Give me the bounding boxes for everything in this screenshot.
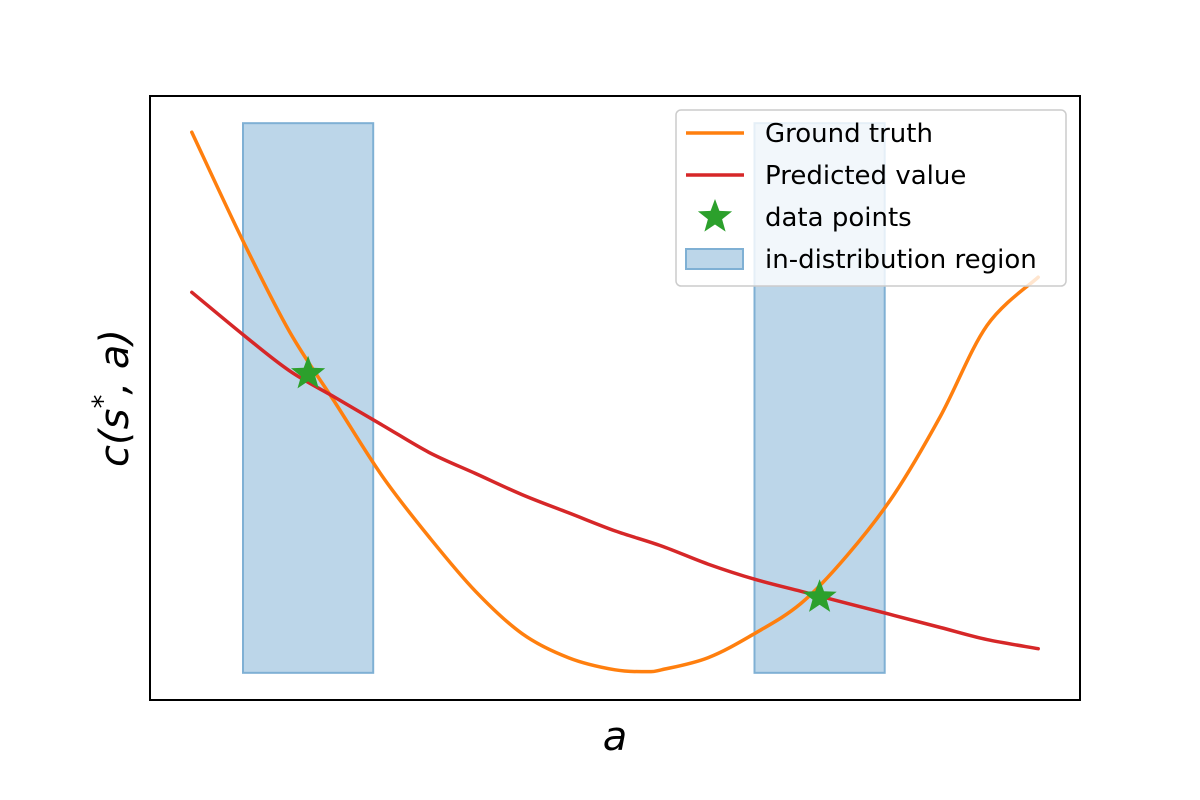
data-point-2: [802, 579, 837, 612]
y-axis-label-rest: , a): [92, 329, 138, 395]
series-line-ground-truth: [190, 130, 1040, 674]
legend-swatch-data-points: [697, 199, 733, 232]
y-axis-label-func: c(s: [92, 409, 138, 467]
series-line-predicted-value: [190, 290, 1040, 651]
legend-box: [675, 109, 1067, 287]
x-axis-label: a: [603, 714, 628, 760]
legend-label-in-distribution-region: in-distribution region: [765, 245, 1037, 275]
data-points: [291, 355, 837, 612]
in-distribution-region-1: [242, 122, 375, 674]
y-axis-label-sup: *: [86, 395, 119, 409]
legend-label-data-points: data points: [765, 203, 912, 233]
y-axis-label: c(s*, a): [86, 329, 138, 467]
legend-swatch-in-distribution-region: [685, 248, 744, 270]
legend-label-predicted-value: Predicted value: [765, 161, 966, 191]
data-point-1: [291, 355, 326, 389]
legend-label-ground-truth: Ground truth: [765, 119, 933, 149]
legend: Ground truth Predicted value data points…: [675, 109, 1067, 287]
series-lines: [190, 130, 1040, 674]
